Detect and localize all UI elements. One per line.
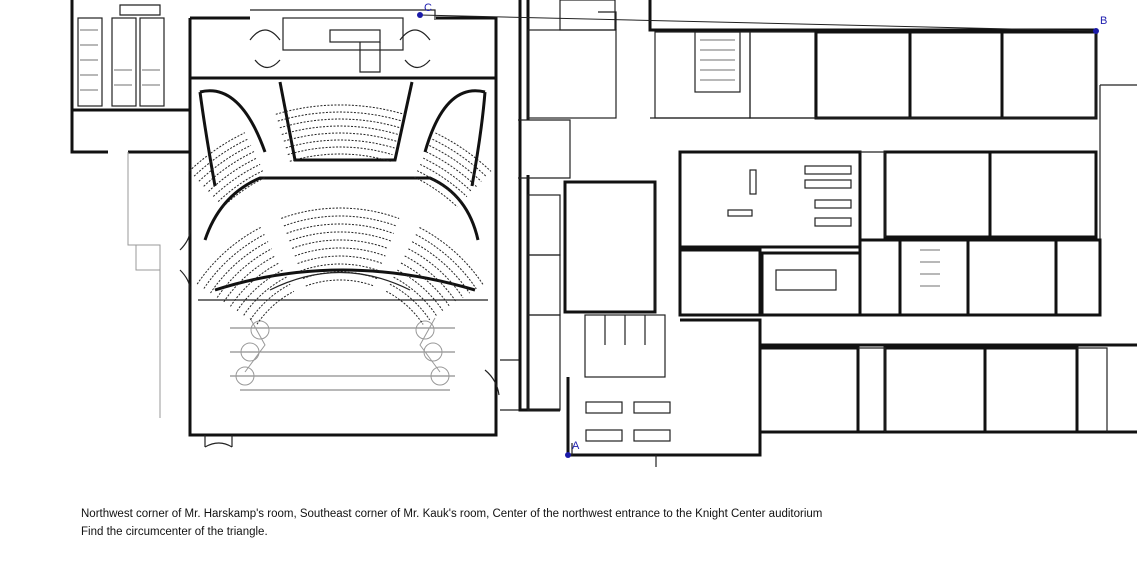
balcony-seat-row [416, 170, 463, 203]
point-c[interactable] [417, 12, 423, 18]
triangle-side-cb [419, 14, 1097, 32]
balcony-seat-row [198, 144, 252, 182]
orchestra-seat-row [256, 290, 295, 325]
balcony-seat-row [208, 157, 258, 192]
balcony-seat-row [281, 125, 399, 136]
point-a[interactable] [565, 452, 571, 458]
balcony-seat-row [193, 138, 249, 177]
balcony-seat-row [435, 132, 492, 172]
orchestra-seat-row [249, 283, 291, 321]
orchestra-seat-row [294, 247, 386, 257]
point-a-label: A [572, 440, 580, 452]
orchestra-seat-row [400, 262, 451, 307]
task-instruction: Find the circumcenter of the triangle. [81, 526, 268, 538]
point-b[interactable] [1093, 28, 1099, 34]
knight-center-auditorium [179, 9, 521, 448]
balcony-seat-row [277, 111, 403, 122]
balcony-seat-row [429, 145, 482, 182]
balcony-seat-row [413, 176, 458, 208]
orchestra-seat-row [408, 248, 464, 298]
balcony-seat-row [432, 138, 487, 177]
balcony-seat-row [275, 104, 405, 115]
balcony-seat-row [222, 176, 267, 208]
orchestra-seat-row [297, 255, 383, 265]
orchestra-seat-row [196, 226, 261, 285]
balcony-seat-row [203, 151, 255, 187]
balcony-seat-row [188, 132, 246, 172]
floor-plan-map: A B C [70, 0, 1137, 467]
orchestra-seat-row [243, 276, 287, 316]
balcony-seat-row [422, 157, 473, 193]
point-c-label: C [424, 2, 432, 14]
balcony-seat-row [287, 146, 393, 156]
orchestra-seat-row [411, 241, 471, 294]
orchestra-seat-row [210, 241, 269, 294]
balcony-seat-row [279, 118, 401, 129]
orchestra-seat-row [281, 207, 400, 219]
orchestra-seat-row [283, 215, 397, 227]
orchestra-seat-row [419, 227, 484, 285]
orchestra-seat-row [286, 223, 394, 234]
points-description: Northwest corner of Mr. Harskamp's room,… [81, 508, 823, 520]
orchestra-seat-row [223, 255, 276, 303]
orchestra-seat-row [397, 269, 444, 312]
balcony-seat-row [289, 153, 391, 162]
orchestra-seat-row [393, 276, 437, 316]
orchestra-seat-row [385, 290, 424, 325]
orchestra-seat-row [300, 263, 381, 272]
restroom-block [70, 0, 190, 418]
balcony-seat-row [212, 163, 261, 197]
orchestra-seat-row [404, 255, 457, 303]
orchestra-seat-row [302, 271, 378, 280]
orchestra-seat-row [229, 262, 280, 307]
balcony-seat-row [426, 151, 477, 187]
orchestra-seat-row [236, 269, 284, 312]
orchestra-seat-row [415, 234, 477, 290]
orchestra-seat-row [389, 283, 431, 321]
balcony-seat-row [419, 163, 468, 198]
auditorium-seating [188, 104, 492, 325]
orchestra-seat-row [305, 279, 375, 287]
orchestra-seat-row [289, 231, 392, 242]
orchestra-seat-row [216, 248, 273, 298]
balcony-seat-row [217, 170, 264, 202]
point-b-label: B [1100, 15, 1107, 27]
balcony-seat-row [283, 132, 397, 142]
orchestra-seat-row [291, 239, 389, 249]
orchestra-seat-row [203, 234, 265, 289]
balcony-seat-row [285, 139, 395, 149]
classroom-wing [518, 0, 1137, 467]
